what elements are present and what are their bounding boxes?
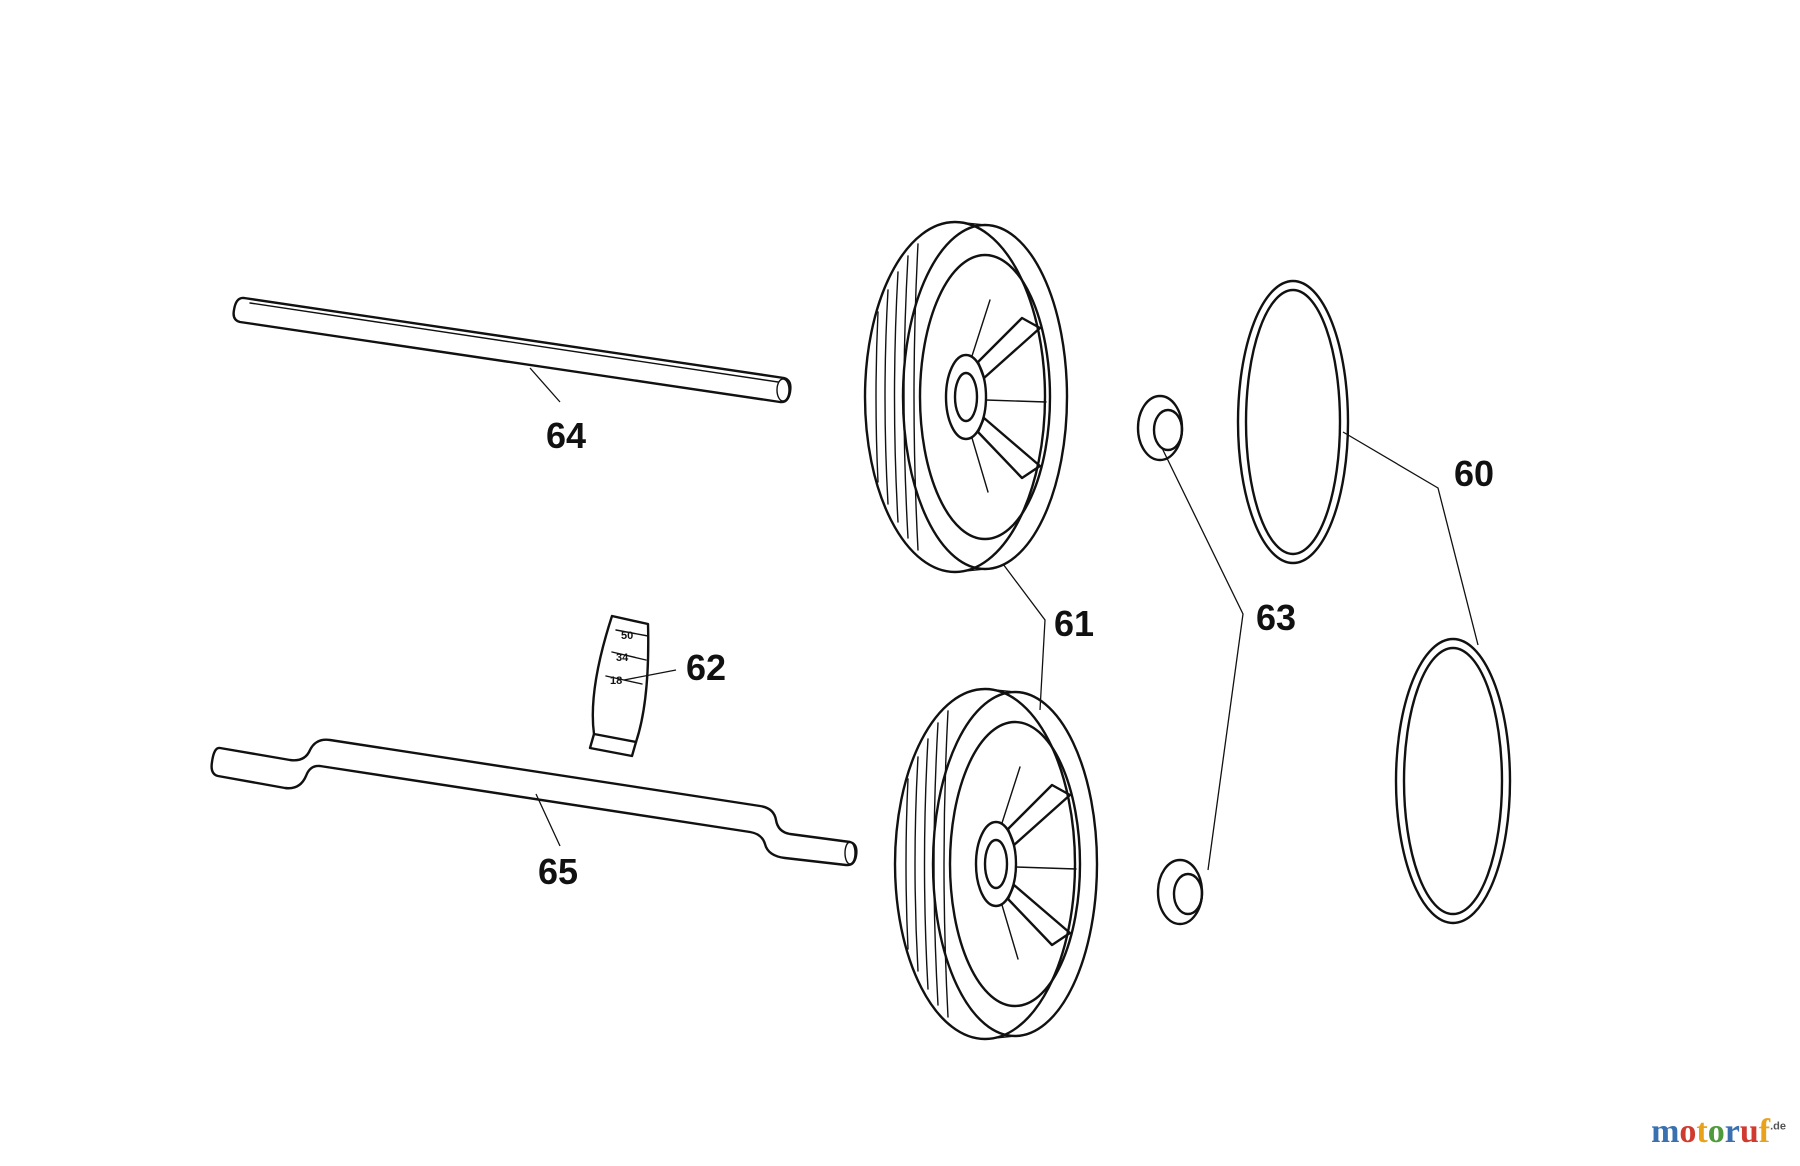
- brand-letter: r: [1724, 1113, 1740, 1150]
- tyre-ring-60-upper: [1236, 279, 1350, 565]
- marking-50: 50: [621, 630, 633, 642]
- marking-18: 18: [610, 675, 622, 687]
- part-label-60: 60: [1454, 453, 1494, 494]
- part-label-61: 61: [1054, 603, 1094, 644]
- brand-letter: m: [1651, 1113, 1680, 1150]
- marking-34: 34: [616, 652, 629, 664]
- axle-rod-64: [232, 296, 792, 404]
- brand-suffix: .de: [1770, 1120, 1786, 1133]
- part-label-62: 62: [686, 647, 726, 688]
- hub-cap-63-upper: [1136, 394, 1184, 462]
- tyre-ring-60-lower: [1394, 637, 1512, 925]
- hub-cap-63-lower: [1156, 858, 1204, 926]
- wheel-61-lower: [893, 687, 1099, 1041]
- height-indicator-62: 50 34 18: [588, 614, 650, 758]
- part-label-63: 63: [1256, 597, 1296, 638]
- leader-lines: [529, 367, 1479, 871]
- brand-letter: o: [1679, 1113, 1697, 1150]
- brand-letter: u: [1739, 1113, 1759, 1150]
- brand-letter: t: [1696, 1113, 1708, 1150]
- brand-wordmark: motoruf: [1651, 1113, 1770, 1150]
- part-label-64: 64: [546, 415, 586, 456]
- cranked-axle-65: [210, 738, 858, 867]
- brand-logo: motoruf.de: [1651, 1115, 1786, 1149]
- part-label-65: 65: [538, 851, 578, 892]
- wheel-61-upper: [863, 220, 1069, 574]
- brand-letter: f: [1758, 1113, 1771, 1150]
- brand-letter: o: [1707, 1113, 1725, 1150]
